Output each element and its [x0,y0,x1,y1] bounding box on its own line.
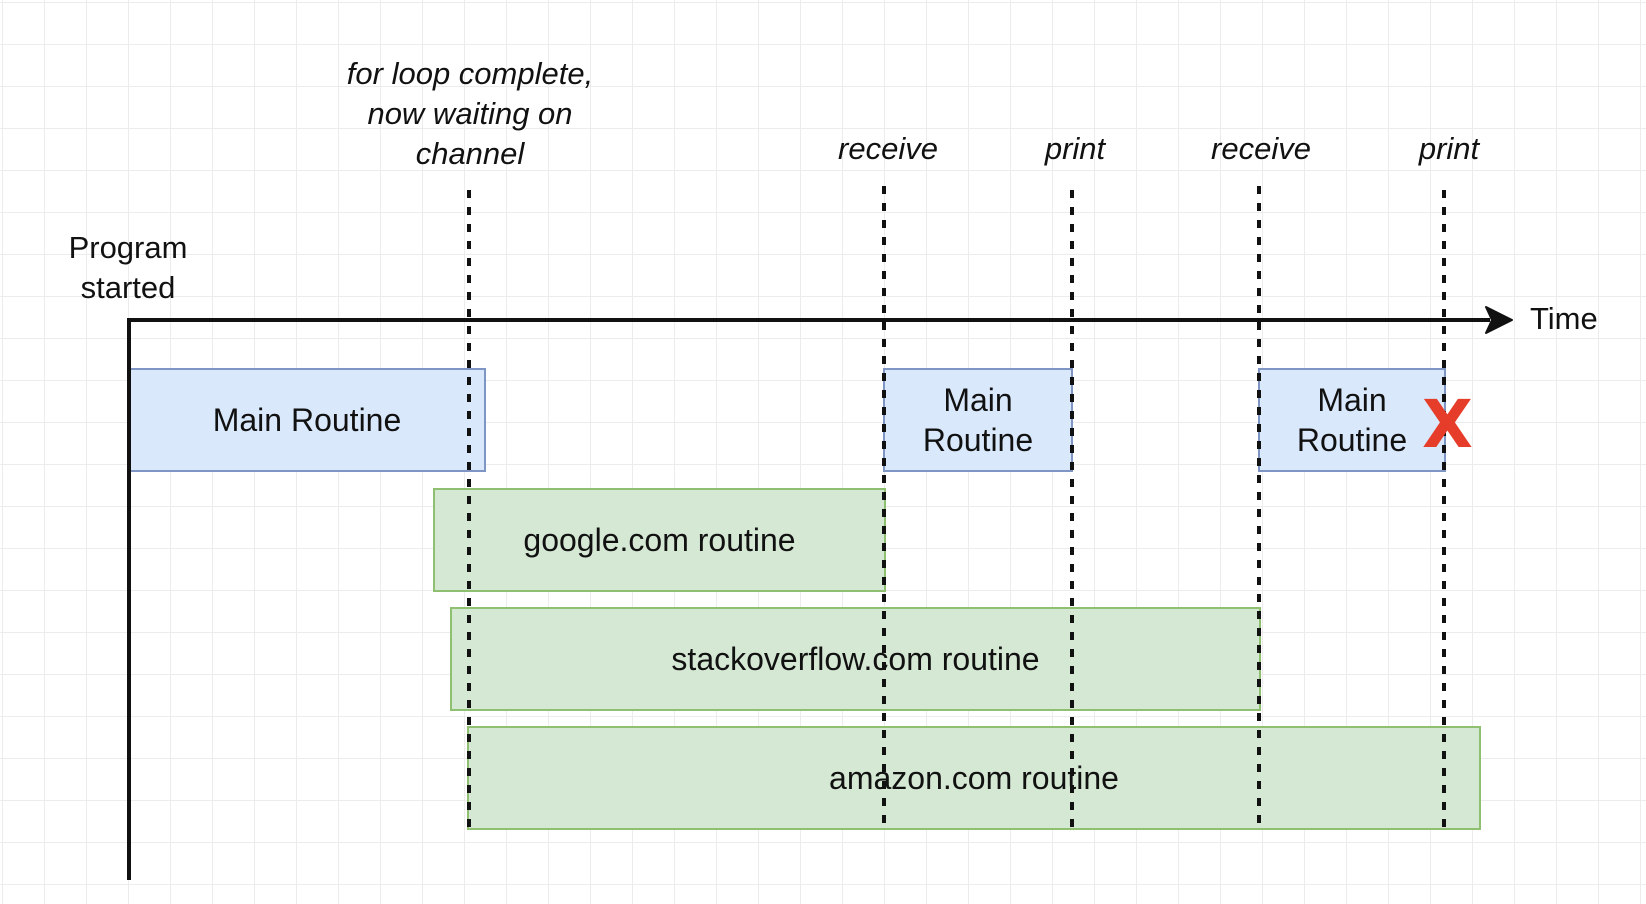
receive-annotation-2: receive [1211,131,1311,166]
program-started-label: Program started [68,230,188,305]
main-routine-box-1: Main Routine [128,368,486,472]
main-routine-box-2: Main Routine [883,368,1073,472]
stackoverflow-routine-box: stackoverflow.com routine [450,607,1261,711]
termination-x-mark: X [1422,386,1473,463]
print-annotation-1: print [1044,131,1106,166]
stackoverflow-routine-label: stackoverflow.com routine [671,641,1040,677]
main-routine-label-2: Main Routine [922,382,1034,458]
receive-annotation-1: receive [838,131,938,166]
main-routine-label-1: Main Routine [212,402,402,438]
amazon-routine-label: amazon.com routine [829,760,1119,796]
amazon-routine-box: amazon.com routine [467,726,1481,830]
google-routine-label: google.com routine [523,522,796,558]
time-axis-label: Time [1530,301,1598,336]
google-routine-box: google.com routine [433,488,886,592]
time-arrow-head [1485,306,1513,334]
main-routine-label-3: Main Routine [1296,382,1408,458]
for-loop-annotation: for loop complete, now waiting on channe… [346,56,594,171]
print-annotation-2: print [1418,131,1480,166]
main-routine-box-3: Main Routine [1258,368,1446,472]
